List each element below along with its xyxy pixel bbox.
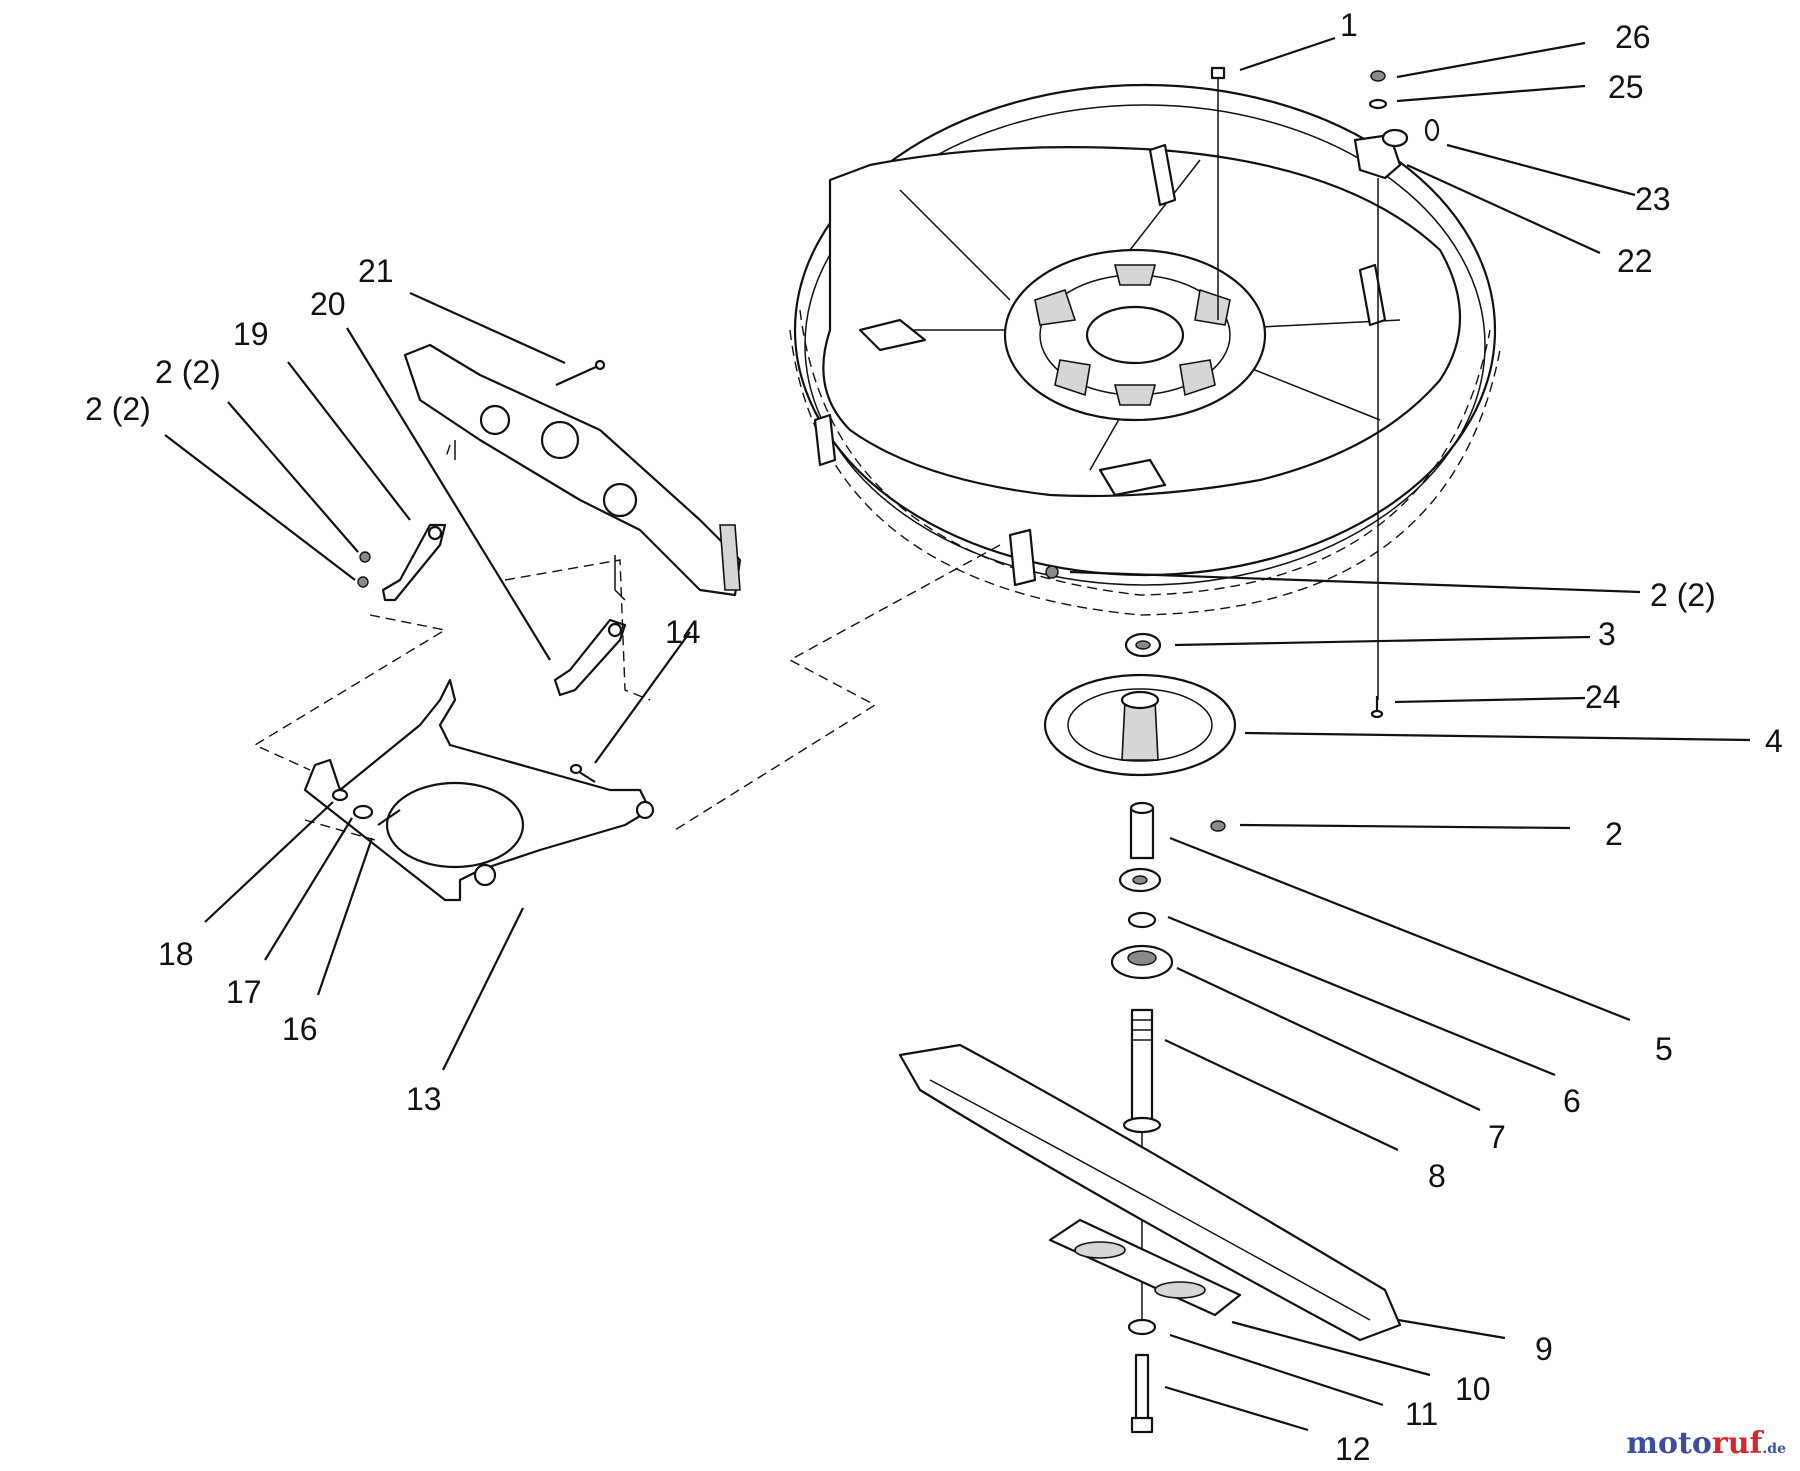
- stiffener-part-10: [1048, 1218, 1242, 1317]
- callout-6: 6: [1563, 1083, 1581, 1119]
- callout-1: 1: [1340, 7, 1358, 43]
- bolt-part-12: [1130, 1353, 1154, 1434]
- cap-part-23: [1424, 118, 1440, 142]
- spindle-housing-part-4: [1043, 673, 1237, 777]
- callout-2-2-b: 2 (2): [85, 391, 151, 427]
- nut-part-2-left-a: [359, 551, 371, 563]
- callout-4: 4: [1765, 723, 1783, 759]
- callout-7: 7: [1488, 1119, 1506, 1155]
- leader-lines: [164, 36, 1751, 1432]
- spacer-part-17: [352, 804, 374, 820]
- callout-24: 24: [1585, 679, 1621, 715]
- callout-11: 11: [1405, 1396, 1438, 1432]
- nut-part-2-deck: [1045, 565, 1059, 579]
- bolt-part-14: [569, 763, 596, 783]
- callout-10: 10: [1455, 1371, 1491, 1407]
- nut-part-2: [1210, 820, 1226, 832]
- pulley-part-7: [1110, 944, 1174, 980]
- callout-13: 13: [406, 1081, 442, 1117]
- callout-2-2-c: 2 (2): [1650, 577, 1716, 613]
- bolt-part-16: [377, 809, 401, 826]
- callout-5: 5: [1655, 1031, 1673, 1067]
- watermark-part-tld: .de: [1762, 1441, 1786, 1457]
- link-part-19: [381, 523, 447, 602]
- watermark-part-ruf: ruf: [1711, 1426, 1763, 1461]
- bearing-part-3: [1124, 632, 1162, 658]
- callout-22: 22: [1617, 243, 1653, 279]
- callout-12: 12: [1335, 1431, 1371, 1467]
- callout-labels: 1 26 25 23 22 21 20 19 2 (2) 2 (2) 2 (2)…: [85, 7, 1783, 1467]
- callout-2: 2: [1605, 816, 1623, 852]
- callout-16: 16: [282, 1011, 318, 1047]
- nut-part-26: [1370, 70, 1386, 82]
- callout-17: 17: [226, 974, 262, 1010]
- mower-deck-housing: [789, 83, 1501, 616]
- callout-2-2-a: 2 (2): [155, 354, 221, 390]
- callout-25: 25: [1608, 69, 1644, 105]
- callout-9: 9: [1535, 1331, 1553, 1367]
- height-plate-part-13: [303, 678, 655, 902]
- callout-20: 20: [310, 286, 346, 322]
- washer-part-11: [1127, 1318, 1157, 1336]
- washer-part-25: [1368, 98, 1388, 110]
- phantom-lines: [253, 444, 1001, 841]
- callout-14: 14: [665, 614, 701, 650]
- bearing-lower: [1118, 867, 1162, 893]
- washer-part-18: [331, 788, 349, 802]
- callout-19: 19: [233, 316, 269, 352]
- spindle-assembly: [898, 66, 1440, 1434]
- pin-part-21: [555, 359, 606, 387]
- link-part-20: [553, 618, 627, 697]
- watermark-part-moto: moto: [1626, 1426, 1712, 1461]
- motoruf-watermark-logo: motoruf.de: [1626, 1426, 1786, 1461]
- callout-23: 23: [1635, 181, 1671, 217]
- nut-part-2-left-b: [357, 576, 369, 588]
- spindle-shaft-part-8: [1122, 1008, 1162, 1320]
- callout-21: 21: [358, 253, 394, 289]
- callout-26: 26: [1615, 19, 1651, 55]
- screw-part-24: [1370, 696, 1384, 719]
- blade-part-9: [898, 1043, 1402, 1342]
- callout-18: 18: [158, 936, 194, 972]
- pivot-arm-bracket: [403, 343, 742, 601]
- callout-8: 8: [1428, 1158, 1446, 1194]
- height-adjust-assembly: [303, 343, 742, 902]
- washer-part-6: [1127, 911, 1157, 929]
- grease-fitting-part-22: [1353, 128, 1409, 700]
- bolt-part-1: [1210, 66, 1226, 320]
- spacer-part-5: [1129, 801, 1155, 860]
- callout-3: 3: [1598, 616, 1616, 652]
